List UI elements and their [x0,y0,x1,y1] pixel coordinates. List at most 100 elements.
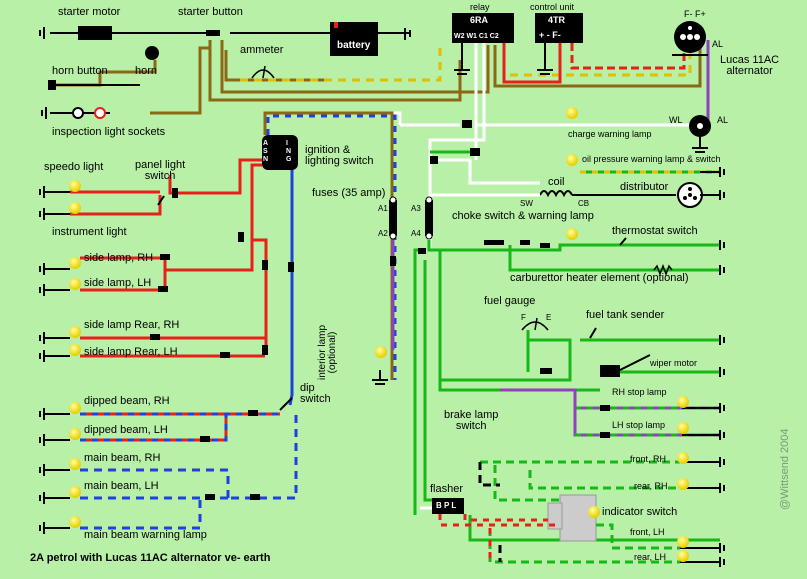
side-rear-rh-lamp-icon [69,326,81,338]
label-main-lh: main beam, LH [84,480,159,492]
label-dip-switch: dip switch [300,382,331,405]
rh-stop-lamp-icon [677,396,689,408]
inspection-sockets [41,107,110,119]
label-distributor: distributor [620,181,669,193]
label-a1: A1 [378,204,388,213]
label-side-rear-lh: side lamp Rear, LH [84,346,178,358]
label-sw: SW [520,199,533,208]
label-rear-lh: rear, LH [634,552,667,562]
distributor-icon [677,182,703,208]
label-relay-terms: W2 W1 C1 C2 [454,33,499,40]
label-relay-code: 6RA [470,15,489,25]
front-rh-lamp-icon [677,452,689,464]
label-flasher: flasher [430,483,464,495]
label-a4: A4 [411,229,421,238]
label-ignition-switch: ignition & lighting switch [305,144,374,167]
label-flasher-terms: B P L [436,501,457,510]
interior-lamp-icon [375,346,387,358]
label-gauge-e: E [546,313,552,322]
label-alt-al2: AL [717,115,729,125]
flasher-icon [432,498,464,514]
instrument-lamp-icon [69,202,81,214]
label-oil-lamp: oil pressure warning lamp & switch [582,154,721,164]
label-alternator: Lucas 11AC alternator [720,54,780,77]
speedo-lamp-icon [69,180,81,192]
label-horn: horn [135,65,158,77]
brown-wires [50,40,702,115]
starter-motor-icon [78,26,112,40]
wiper-motor-icon [600,354,651,377]
label-battery: battery [337,40,371,51]
fuel-gauge-icon [521,317,549,331]
choke-lamp-icon [566,228,578,240]
charge-lamp-icon [566,107,578,119]
label-relay: relay [470,2,490,12]
label-main-warning: main beam warning lamp [84,529,207,541]
label-dipped-lh: dipped beam, LH [84,424,168,436]
main-warning-lamp-icon [69,516,81,528]
label-starter-button: starter button [178,6,243,18]
horn-icon [145,46,159,60]
label-control-terms: + - F- [539,30,561,40]
label-lh-stop: LH stop lamp [612,420,666,430]
starter-button-icon [206,30,220,36]
label-control-code: 4TR [548,15,566,25]
ammeter-icon [251,65,275,79]
relay-icon [452,13,514,43]
label-interior-lamp: interior lamp (optional) [317,324,338,380]
ignition-switch-icon [262,135,298,170]
label-coil: coil [548,176,565,188]
label-rear-rh: rear, RH [634,481,668,491]
oil-lamp-icon [566,154,578,166]
side-rear-lh-lamp-icon [69,344,81,356]
diagram-title: 2A petrol with Lucas 11AC alternator ve-… [30,552,271,564]
side-rh-lamp-icon [69,257,81,269]
alternator-icon [672,21,708,56]
lh-stop-lamp-icon [677,422,689,434]
red-wires [70,158,268,358]
label-main-rh: main beam, RH [84,452,161,464]
label-ign-terms2: I N G [286,140,292,163]
fuses-icon [389,196,433,240]
label-a3: A3 [411,204,421,213]
label-side-lh: side lamp, LH [84,277,152,289]
label-alt-terms-top: F- F+ [684,9,706,19]
label-side-rear-rh: side lamp Rear, RH [84,319,180,331]
label-carb-heater: carburettor heater element (optional) [510,272,689,284]
label-front-rh: front, RH [630,454,667,464]
socket-black-icon [72,107,84,119]
rear-lh-lamp-icon [677,550,689,562]
label-speedo-light: speedo light [44,161,104,173]
copyright: @Wittsend 2004 [779,428,791,511]
rear-rh-lamp-icon [677,478,689,490]
label-a2: A2 [378,229,388,238]
label-gauge-f: F [521,313,526,322]
indicator-switch-icon [547,494,597,542]
label-indicator-switch: indicator switch [602,506,678,518]
front-lh-lamp-icon [677,536,689,548]
main-rh-lamp-icon [69,458,81,470]
label-thermostat: thermostat switch [612,225,698,237]
label-starter-motor: starter motor [58,6,121,18]
label-panel-light-switch: panel light switch [135,159,186,182]
side-lh-lamp-icon [69,278,81,290]
lamp-bulbs [69,107,689,562]
label-instrument-light: instrument light [52,226,127,238]
label-alt-wl: WL [669,115,683,125]
control-unit-icon [535,13,583,43]
label-brake-switch: brake lamp switch [444,409,499,432]
label-ammeter: ammeter [240,44,284,56]
starter-circuit [50,22,411,56]
label-choke: choke switch & warning lamp [452,210,594,222]
label-side-rh: side lamp, RH [84,252,154,264]
dipped-lh-lamp-icon [69,428,81,440]
label-wiper: wiper motor [650,358,698,368]
label-control-unit: control unit [530,2,575,12]
label-charge-lamp: charge warning lamp [568,129,652,139]
horn-circuit [48,46,159,90]
label-dipped-rh: dipped beam, RH [84,395,170,407]
label-inspection-sockets: inspection light sockets [52,126,166,138]
label-front-lh: front, LH [630,527,665,537]
socket-red-icon [94,107,106,119]
